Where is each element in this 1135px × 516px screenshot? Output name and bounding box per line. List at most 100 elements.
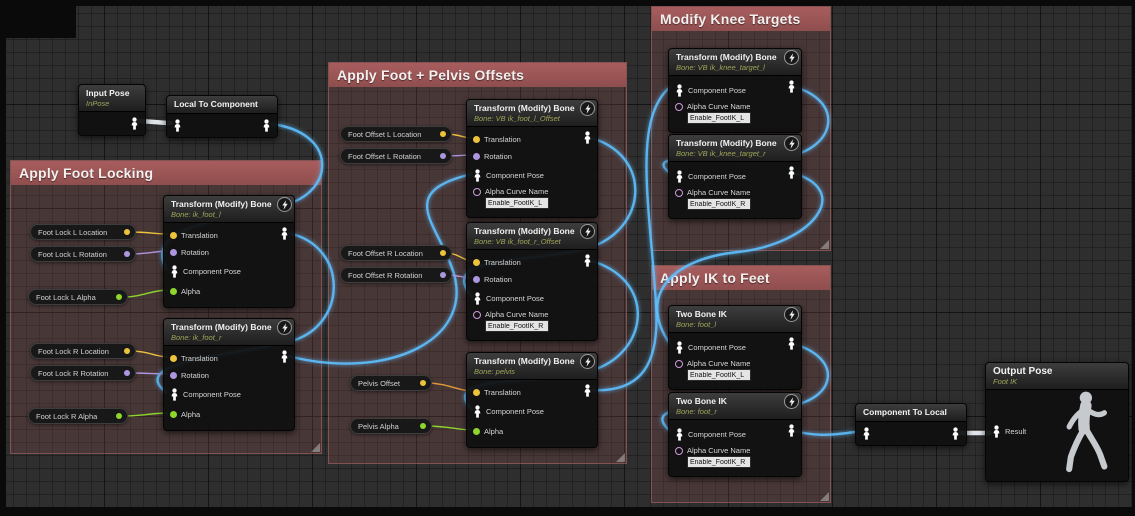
pill-foot-lock-r-alpha[interactable]: Foot Lock R Alpha [28, 408, 128, 424]
pose-output-pin[interactable] [583, 254, 592, 267]
pill-foot-lock-r-rotation[interactable]: Foot Lock R Rotation [30, 365, 136, 381]
node-header[interactable]: Transform (Modify) Bone Bone: ik_foot_l [164, 196, 294, 223]
node-component-to-local[interactable]: Component To Local [855, 403, 967, 446]
vector-output-pin[interactable] [124, 229, 130, 235]
pose-output-pin[interactable] [787, 80, 796, 93]
pose-output-pin[interactable] [583, 384, 592, 397]
rotation-pin[interactable] [170, 372, 177, 379]
pill-foot-offset-r-rotation[interactable]: Foot Offset R Rotation [340, 267, 452, 283]
curve-name-input[interactable] [687, 112, 751, 124]
pose-output-pin[interactable] [787, 424, 796, 437]
pose-output-pin[interactable] [262, 119, 271, 132]
node-header[interactable]: Transform (Modify) Bone Bone: ik_foot_r [164, 319, 294, 346]
curve-name-input[interactable] [687, 198, 751, 210]
alpha-curve-name-pin[interactable] [675, 447, 683, 455]
pose-output-pin[interactable] [280, 227, 289, 240]
node-header[interactable]: Input Pose InPose [79, 85, 145, 112]
float-output-pin[interactable] [116, 294, 122, 300]
pose-output-pin[interactable] [583, 131, 592, 144]
rotator-output-pin[interactable] [440, 272, 446, 278]
rotator-output-pin[interactable] [124, 251, 130, 257]
node-output-pose[interactable]: Output Pose Foot IK Result [985, 362, 1129, 482]
pill-pelvis-alpha[interactable]: Pelvis Alpha [350, 418, 432, 434]
component-pose-pin[interactable] [473, 168, 482, 182]
alpha-pin[interactable] [170, 410, 177, 418]
pill-pelvis-offset[interactable]: Pelvis Offset [350, 375, 432, 391]
node-transform-modify-bone-ik-foot-r[interactable]: Transform (Modify) Bone Bone: ik_foot_r … [163, 318, 295, 431]
alpha-pin[interactable] [473, 427, 480, 435]
node-header[interactable]: Two Bone IK Bone: foot_r [669, 393, 801, 420]
translation-pin[interactable] [170, 232, 177, 239]
pill-foot-offset-l-rotation[interactable]: Foot Offset L Rotation [340, 148, 452, 164]
pill-foot-lock-l-rotation[interactable]: Foot Lock L Rotation [30, 246, 136, 262]
node-input-pose[interactable]: Input Pose InPose [78, 84, 146, 136]
node-two-bone-ik-foot-r[interactable]: Two Bone IK Bone: foot_r Component Pose … [668, 392, 802, 477]
pill-foot-lock-l-location[interactable]: Foot Lock L Location [30, 224, 136, 240]
rotator-output-pin[interactable] [124, 370, 130, 376]
node-header[interactable]: Two Bone IK Bone: foot_l [669, 306, 801, 333]
component-pose-pin[interactable] [170, 387, 179, 401]
component-pose-pin[interactable] [473, 291, 482, 305]
pose-output-pin[interactable] [787, 337, 796, 350]
component-pose-pin[interactable] [170, 264, 179, 278]
curve-name-input[interactable] [687, 369, 751, 381]
component-pose-pin[interactable] [675, 169, 684, 183]
node-header[interactable]: Transform (Modify) Bone Bone: pelvis [467, 353, 597, 380]
resize-grip-icon[interactable] [616, 453, 625, 462]
node-local-to-component[interactable]: Local To Component [166, 95, 278, 138]
translation-pin[interactable] [473, 259, 480, 266]
translation-pin[interactable] [473, 389, 480, 396]
node-transform-modify-bone-vb-ik-foot-r-offset[interactable]: Transform (Modify) Bone Bone: VB ik_foot… [466, 222, 598, 341]
node-two-bone-ik-foot-l[interactable]: Two Bone IK Bone: foot_l Component Pose … [668, 305, 802, 390]
alpha-curve-name-pin[interactable] [675, 360, 683, 368]
node-header[interactable]: Transform (Modify) Bone Bone: VB ik_knee… [669, 49, 801, 76]
pose-output-pin[interactable] [787, 166, 796, 179]
comment-title[interactable]: Apply Foot Locking [11, 161, 321, 185]
pose-input-pin[interactable] [173, 119, 182, 132]
vector-output-pin[interactable] [124, 348, 130, 354]
pill-foot-offset-r-location[interactable]: Foot Offset R Location [340, 245, 452, 261]
component-pose-pin[interactable] [675, 427, 684, 441]
resize-grip-icon[interactable] [311, 443, 320, 452]
pill-foot-lock-r-location[interactable]: Foot Lock R Location [30, 343, 136, 359]
comment-title[interactable]: Apply Foot + Pelvis Offsets [329, 63, 626, 87]
pill-foot-offset-l-location[interactable]: Foot Offset L Location [340, 126, 452, 142]
node-header[interactable]: Transform (Modify) Bone Bone: VB ik_foot… [467, 223, 597, 250]
alpha-curve-name-pin[interactable] [675, 103, 683, 111]
alpha-curve-name-pin[interactable] [473, 311, 481, 319]
curve-name-input[interactable] [485, 320, 549, 332]
node-header[interactable]: Transform (Modify) Bone Bone: VB ik_foot… [467, 100, 597, 127]
component-pose-pin[interactable] [675, 340, 684, 354]
rotation-pin[interactable] [473, 276, 480, 283]
node-transform-modify-bone-vb-ik-knee-target-l[interactable]: Transform (Modify) Bone Bone: VB ik_knee… [668, 48, 802, 133]
vector-output-pin[interactable] [440, 131, 446, 137]
float-output-pin[interactable] [116, 413, 122, 419]
rotation-pin[interactable] [170, 249, 177, 256]
pose-input-pin[interactable] [862, 427, 871, 440]
resize-grip-icon[interactable] [820, 492, 829, 501]
result-pose-input-pin[interactable] [992, 425, 1001, 438]
pose-output-pin[interactable] [280, 350, 289, 363]
node-transform-modify-bone-vb-ik-foot-l-offset[interactable]: Transform (Modify) Bone Bone: VB ik_foot… [466, 99, 598, 218]
component-pose-pin[interactable] [473, 404, 482, 418]
alpha-curve-name-pin[interactable] [675, 189, 683, 197]
vector-output-pin[interactable] [440, 250, 446, 256]
rotator-output-pin[interactable] [440, 153, 446, 159]
curve-name-input[interactable] [485, 197, 549, 209]
translation-pin[interactable] [170, 355, 177, 362]
node-transform-modify-bone-ik-foot-l[interactable]: Transform (Modify) Bone Bone: ik_foot_l … [163, 195, 295, 308]
node-header[interactable]: Local To Component [167, 96, 277, 114]
translation-pin[interactable] [473, 136, 480, 143]
node-transform-modify-bone-vb-ik-knee-target-r[interactable]: Transform (Modify) Bone Bone: VB ik_knee… [668, 134, 802, 219]
curve-name-input[interactable] [687, 456, 751, 468]
component-pose-pin[interactable] [675, 83, 684, 97]
comment-title[interactable]: Modify Knee Targets [652, 7, 830, 31]
pose-output-pin[interactable] [951, 427, 960, 440]
alpha-curve-name-pin[interactable] [473, 188, 481, 196]
node-header[interactable]: Output Pose Foot IK [986, 363, 1128, 390]
pose-output-pin[interactable] [130, 117, 139, 130]
rotation-pin[interactable] [473, 153, 480, 160]
resize-grip-icon[interactable] [820, 240, 829, 249]
pill-foot-lock-l-alpha[interactable]: Foot Lock L Alpha [28, 289, 128, 305]
comment-title[interactable]: Apply IK to Feet [652, 266, 830, 290]
